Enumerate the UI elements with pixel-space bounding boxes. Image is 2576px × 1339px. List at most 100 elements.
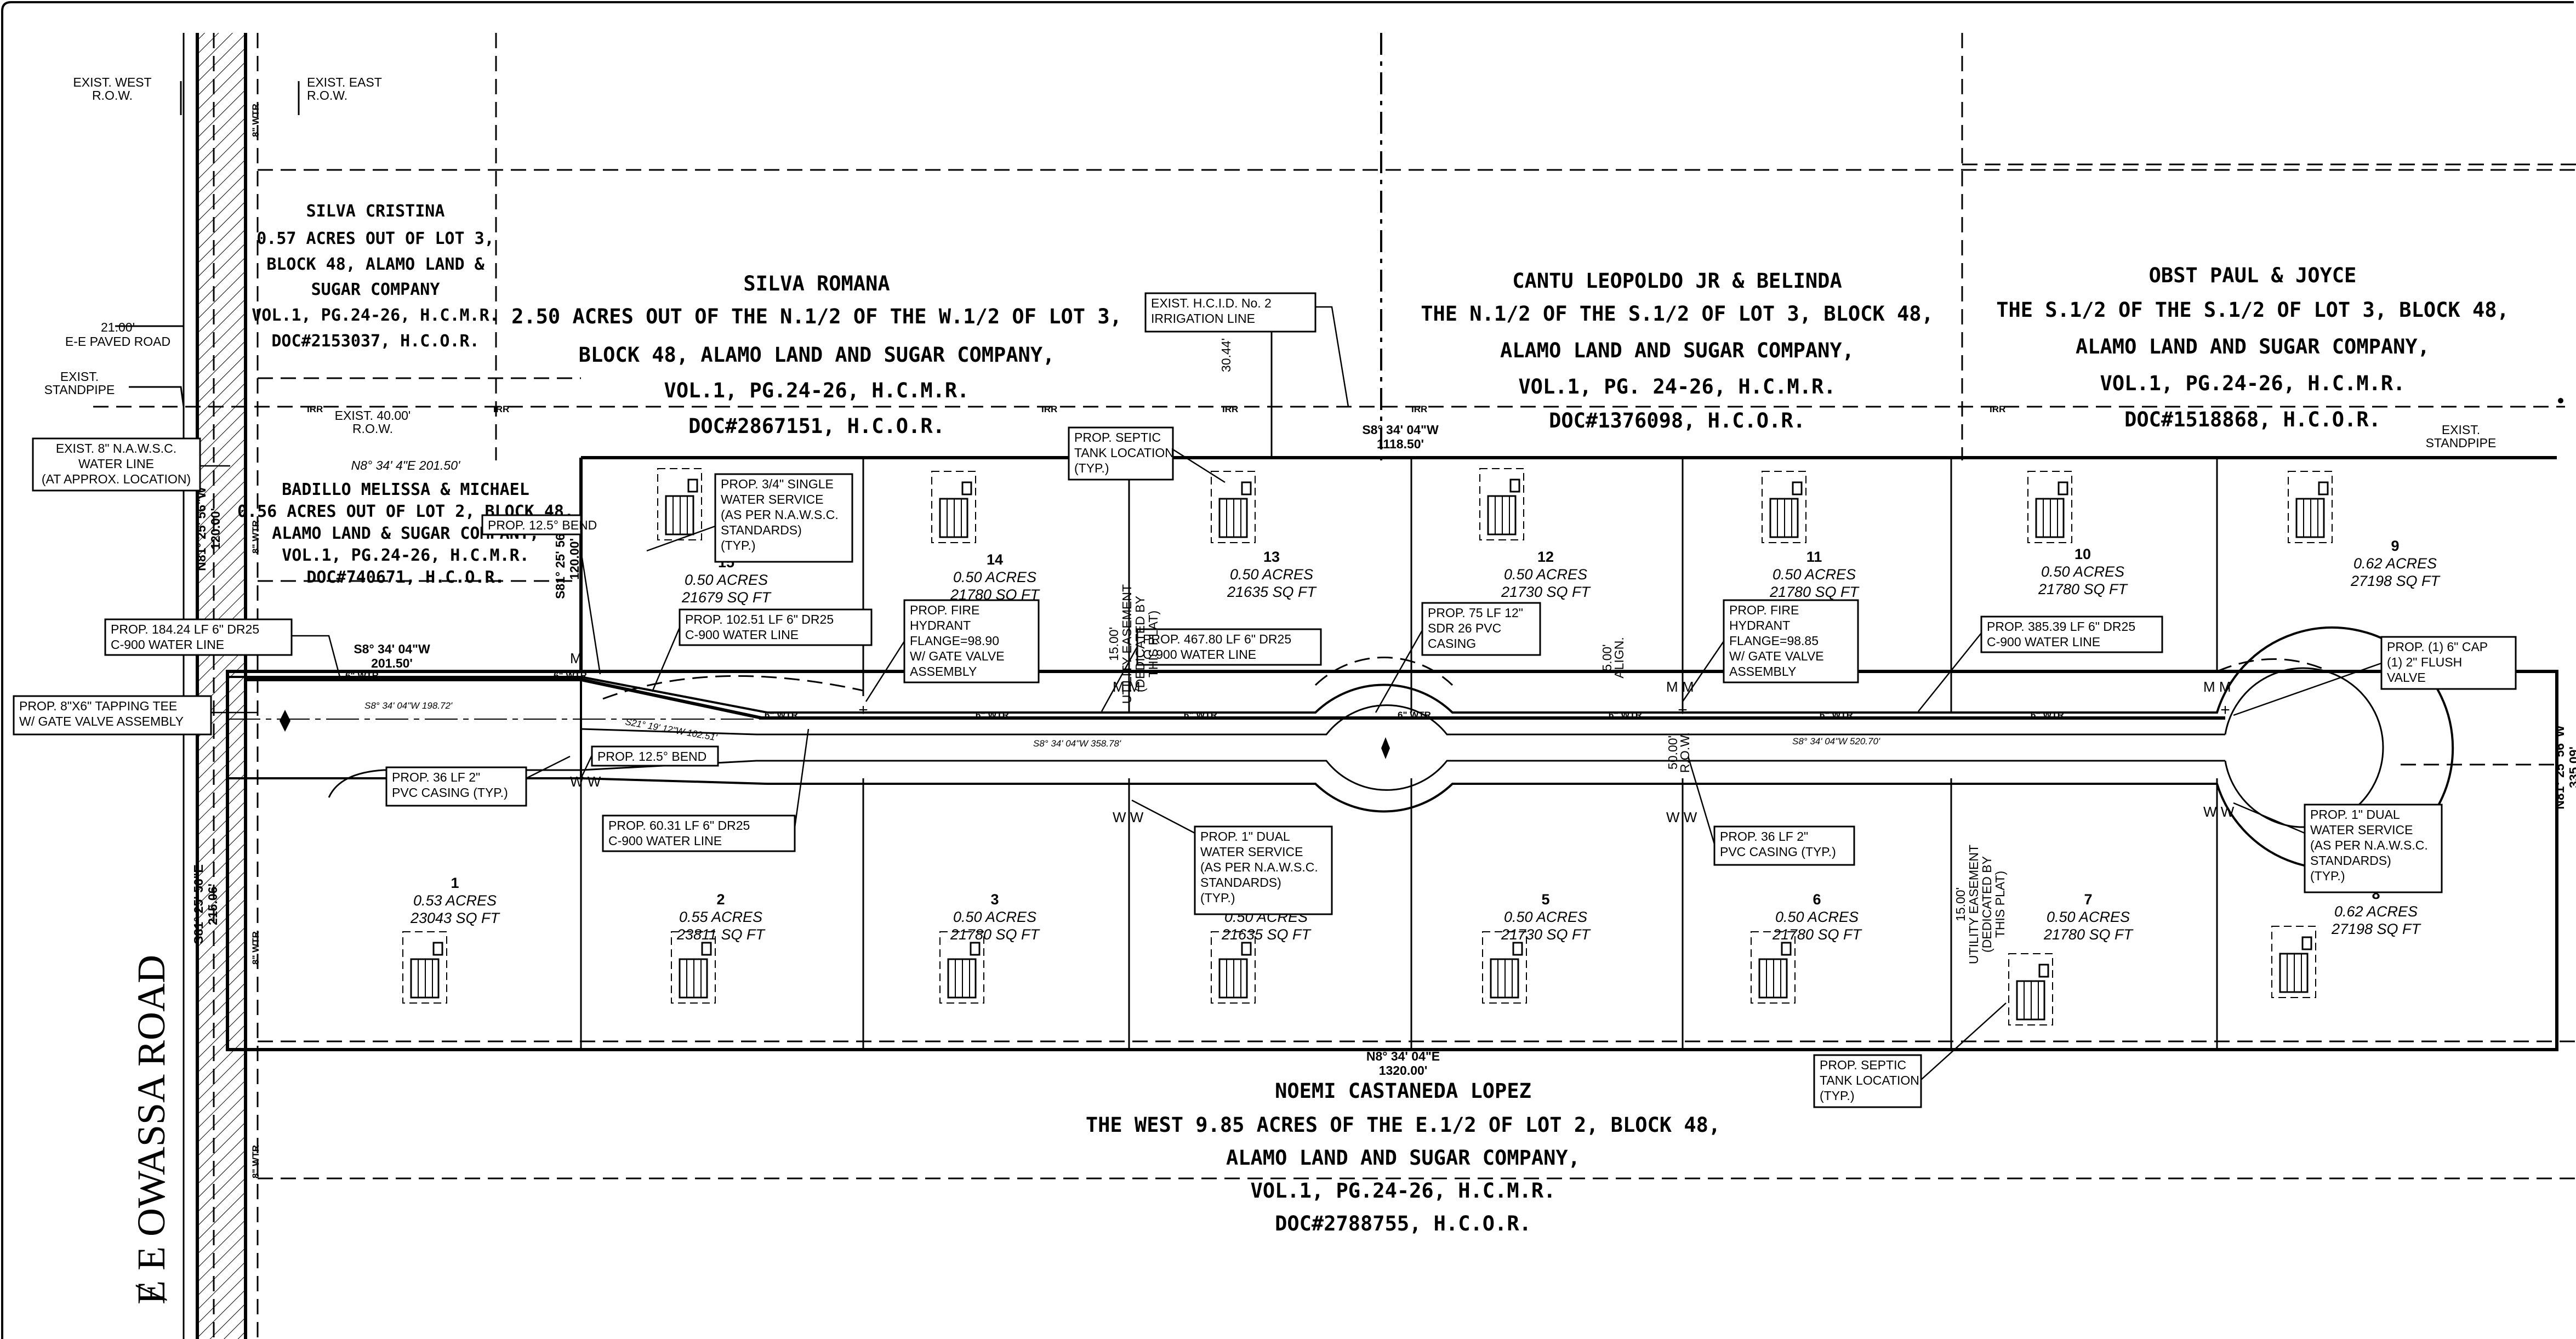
septic-tank-icon [2027, 471, 2072, 543]
wtr-tag: 8" WTR [250, 1145, 261, 1178]
svg-text:6" WTR: 6" WTR [1184, 710, 1217, 720]
svg-text:21679 SQ FT: 21679 SQ FT [681, 589, 772, 606]
septic-tank-icon [1211, 931, 1256, 1004]
svg-text:CANTU LEOPOLDO JR & BELINDA: CANTU LEOPOLDO JR & BELINDA [1512, 269, 1842, 293]
septic-tank-symbols [402, 468, 2333, 1025]
svg-text:VOL.1, PG.24-26, H.C.M.R.: VOL.1, PG.24-26, H.C.M.R. [2100, 372, 2406, 395]
svg-text:M M: M M [1113, 679, 1141, 695]
svg-text:9: 9 [2391, 538, 2399, 554]
owner-cantu: CANTU LEOPOLDO JR & BELINDA THE N.1/2 OF… [1421, 269, 1934, 432]
owner-obst: OBST PAUL & JOYCE THE S.1/2 OF THE S.1/2… [1996, 264, 2509, 431]
svg-text:THE N.1/2 OF THE S.1/2 OF LOT: THE N.1/2 OF THE S.1/2 OF LOT 3, BLOCK 4… [1421, 302, 1934, 326]
svg-text:EXIST. 8" N.A.W.S.C.WATER LINE: EXIST. 8" N.A.W.S.C.WATER LINE(AT APPROX… [42, 441, 191, 486]
svg-text:VOL.1, PG.24-26, H.C.M.R.: VOL.1, PG.24-26, H.C.M.R. [664, 379, 970, 402]
wtr-tag: 8" WTR [250, 104, 261, 137]
street-right-of-way [227, 626, 2557, 870]
svg-text:BLOCK 48, ALAMO LAND AND SUGAR: BLOCK 48, ALAMO LAND AND SUGAR COMPANY, [579, 343, 1055, 367]
svg-text:W W: W W [2203, 804, 2235, 820]
svg-text:THE S.1/2 OF THE S.1/2 OF LOT: THE S.1/2 OF THE S.1/2 OF LOT 3, BLOCK 4… [1996, 298, 2509, 322]
svg-text:DOC#2867151, H.C.O.R.: DOC#2867151, H.C.O.R. [688, 414, 945, 438]
svg-text:0.50 ACRES: 0.50 ACRES [1504, 909, 1587, 925]
svg-text:0.57 ACRES OUT OF LOT 3,: 0.57 ACRES OUT OF LOT 3, [257, 229, 494, 248]
svg-text:PROP. 12.5° BEND: PROP. 12.5° BEND [488, 518, 597, 532]
septic-tank-icon [1762, 471, 1806, 543]
svg-text:M M: M M [2203, 679, 2231, 695]
svg-text:SILVA CRISTINA: SILVA CRISTINA [306, 202, 445, 221]
svg-text:2.50 ACRES OUT OF THE N.1/2 OF: 2.50 ACRES OUT OF THE N.1/2 OF THE W.1/2… [511, 305, 1122, 328]
svg-text:DOC#1376098, H.C.O.R.: DOC#1376098, H.C.O.R. [1549, 409, 1805, 432]
septic-tank-icon [2271, 926, 2316, 998]
callout-bend-1: PROP. 12.5° BEND [481, 514, 601, 675]
callout-casing-36b: PROP. 36 LF 2"PVC CASING (TYP.) [1687, 756, 1855, 866]
septic-tank-icon [1211, 471, 1256, 543]
septic-tank-icon [671, 931, 716, 1004]
svg-text:6" WTR: 6" WTR [345, 670, 379, 681]
septic-tank-icon [1482, 931, 1527, 1004]
svg-text:6" WTR: 6" WTR [1820, 710, 1853, 720]
svg-text:DOC#2788755, H.C.O.R.: DOC#2788755, H.C.O.R. [1275, 1212, 1531, 1235]
svg-text:NOEMI CASTANEDA LOPEZ: NOEMI CASTANEDA LOPEZ [1275, 1079, 1531, 1103]
svg-text:VOL.1, PG.24-26, H.C.M.R.: VOL.1, PG.24-26, H.C.M.R. [1251, 1179, 1556, 1203]
svg-text:ALAMO LAND AND SUGAR COMPANY,: ALAMO LAND AND SUGAR COMPANY, [1500, 339, 1854, 362]
svg-text:BLOCK 48, ALAMO LAND &: BLOCK 48, ALAMO LAND & [266, 255, 485, 274]
utility-easement-label: 15.00'UTILITY EASEMENT(DEDICATED BYTHIS … [1953, 845, 2007, 964]
svg-text:21780 SQ FT: 21780 SQ FT [950, 926, 1041, 943]
svg-text:IRR: IRR [1041, 404, 1057, 414]
svg-text:27198 SQ FT: 27198 SQ FT [2350, 573, 2441, 589]
svg-text:0.62 ACRES: 0.62 ACRES [2334, 903, 2418, 920]
svg-text:21635 SQ FT: 21635 SQ FT [1227, 584, 1318, 600]
svg-text:VOL.1, PG.24-26, H.C.M.R.: VOL.1, PG.24-26, H.C.M.R. [282, 546, 529, 565]
svg-text:23043 SQ FT: 23043 SQ FT [410, 910, 501, 926]
svg-text:PROP. 36 LF 2"PVC CASING (TYP.: PROP. 36 LF 2"PVC CASING (TYP.) [392, 770, 508, 800]
svg-text:0.53 ACRES: 0.53 ACRES [413, 892, 497, 909]
svg-text:IRR: IRR [493, 404, 509, 414]
irrigation-line: IRR IRR IRR IRR IRR IRR [93, 398, 2565, 414]
svg-text:0.50 ACRES: 0.50 ACRES [953, 909, 1036, 925]
svg-text:IRR: IRR [307, 404, 323, 414]
svg-text:W W: W W [1113, 809, 1144, 825]
svg-text:+: + [858, 701, 868, 719]
svg-text:EXIST.STANDPIPE: EXIST.STANDPIPE [44, 369, 115, 397]
svg-text:50.00'R.O.W.: 50.00'R.O.W. [1666, 732, 1692, 773]
svg-text:6" WTR: 6" WTR [765, 710, 798, 720]
bearing-east: N81° 25' 56"W335.09' [2552, 725, 2576, 810]
svg-text:ALAMO LAND AND SUGAR COMPANY,: ALAMO LAND AND SUGAR COMPANY, [2076, 335, 2430, 358]
svg-text:IRR: IRR [1222, 404, 1238, 414]
svg-text:5: 5 [1541, 891, 1549, 908]
svg-text:VOL.1, PG.24-26, H.C.M.R.: VOL.1, PG.24-26, H.C.M.R. [252, 306, 499, 325]
waterline-8in-tags: 8" WTR 8" WTR 8" WTR 8" WTR [250, 104, 261, 1178]
svg-text:0.50 ACRES: 0.50 ACRES [685, 572, 768, 588]
svg-text:23811 SQ FT: 23811 SQ FT [676, 926, 766, 943]
svg-text:13: 13 [1263, 549, 1280, 565]
svg-text:0.55 ACRES: 0.55 ACRES [679, 909, 762, 925]
septic-tank-icon [1751, 931, 1796, 1004]
svg-text:6" WTR: 6" WTR [2031, 710, 2064, 720]
svg-text:6" WTR: 6" WTR [1398, 710, 1431, 720]
svg-text:21730 SQ FT: 21730 SQ FT [1501, 584, 1592, 600]
